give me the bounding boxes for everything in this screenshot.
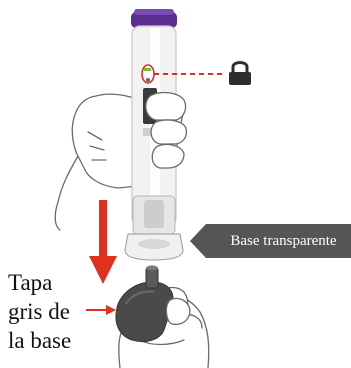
- down-arrow-icon: [89, 200, 117, 284]
- gray-base-cap: [116, 266, 173, 342]
- pointer-arrow-icon: [86, 305, 116, 315]
- green-window: [144, 68, 151, 71]
- clear-base-label: Base transparente: [230, 233, 336, 250]
- clear-base-callout: Base transparente: [206, 224, 351, 258]
- lock-icon: [229, 63, 251, 86]
- base-cap-label: Tapa gris de la base: [8, 268, 71, 355]
- thumb: [166, 298, 190, 324]
